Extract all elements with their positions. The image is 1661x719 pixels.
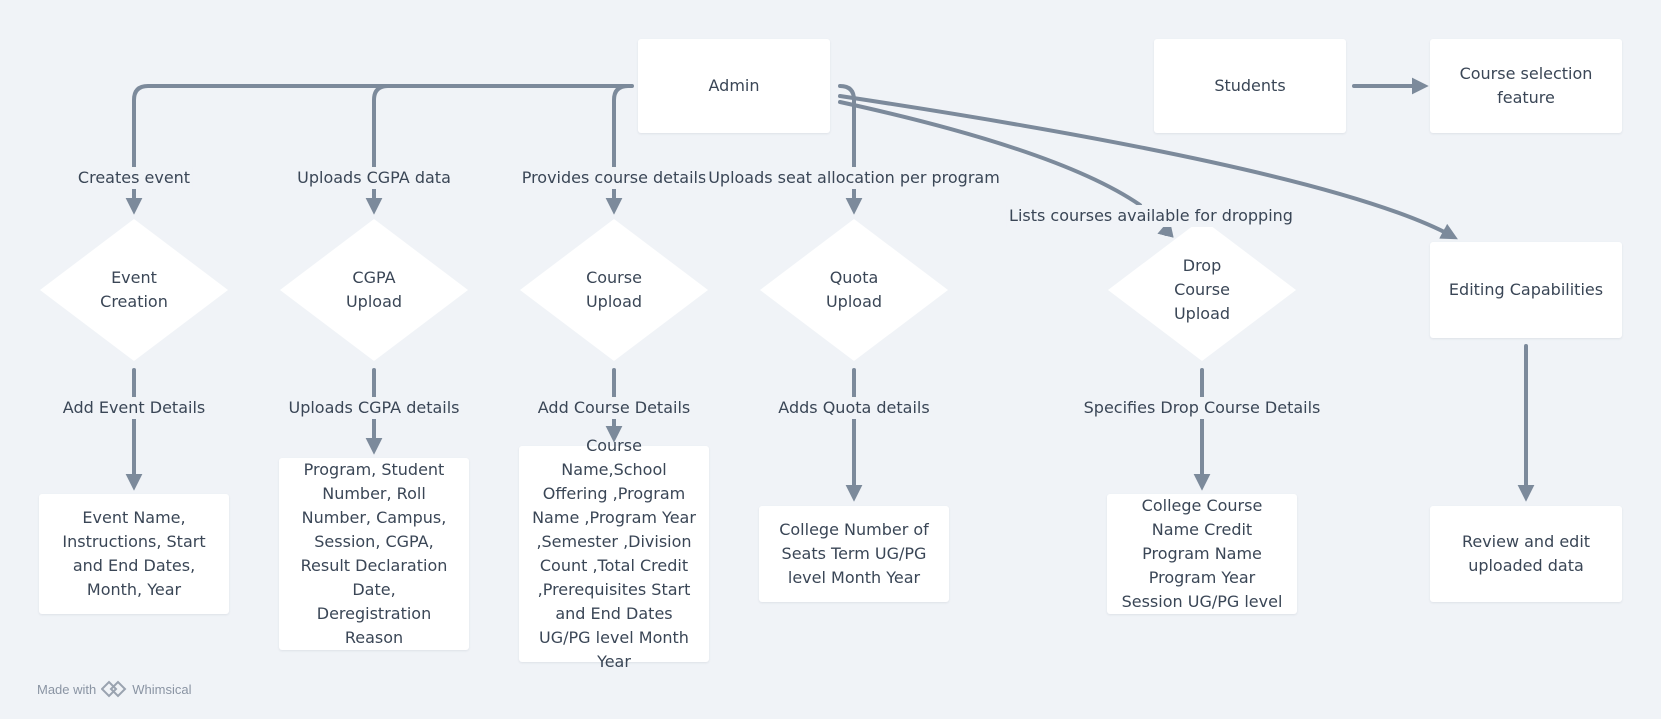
review-edit-label: Review and edit uploaded data	[1461, 532, 1591, 575]
diamond-shape	[1108, 219, 1296, 361]
drop-course-upload-diamond[interactable]: Drop Course Upload	[1107, 218, 1297, 362]
event-fields-node[interactable]: Event Name, Instructions, Start and End …	[39, 494, 229, 614]
whimsical-logo-icon	[101, 680, 127, 698]
event-fields-label: Event Name, Instructions, Start and End …	[62, 508, 206, 599]
students-node[interactable]: Students	[1154, 39, 1346, 133]
edge-label-creates-event: Creates event	[74, 167, 194, 189]
course-fields-node[interactable]: Course Name,School Offering ,Program Nam…	[519, 436, 709, 671]
diamond-shape	[760, 219, 948, 361]
quota-upload-diamond[interactable]: Quota Upload	[759, 218, 949, 362]
edge-label-add-course-details: Add Course Details	[534, 397, 694, 419]
diamond-shape	[280, 219, 468, 361]
watermark-made-with: Made with	[37, 681, 97, 697]
course-upload-diamond[interactable]: Course Upload	[519, 218, 709, 362]
course-selection-node[interactable]: Course selection feature	[1430, 39, 1622, 133]
cgpa-upload-label: CGPA Upload	[345, 268, 403, 311]
drop-course-upload-label: Drop Course Upload	[1173, 256, 1231, 323]
admin-node[interactable]: Admin	[638, 39, 830, 133]
edge-label-specifies-drop-details: Specifies Drop Course Details	[1080, 397, 1324, 419]
admin-node-label: Admin	[708, 76, 760, 95]
cgpa-fields-node[interactable]: Program, Student Number, Roll Number, Ca…	[279, 458, 469, 650]
cgpa-fields-label: Program, Student Number, Roll Number, Ca…	[300, 460, 448, 647]
quota-fields-label: College Number of Seats Term UG/PG level…	[779, 520, 929, 587]
edge-label-uploads-cgpa-details: Uploads CGPA details	[285, 397, 463, 419]
students-node-label: Students	[1214, 76, 1286, 95]
quota-upload-label: Quota Upload	[825, 268, 883, 311]
whimsical-watermark[interactable]: Made with Whimsical	[37, 680, 191, 698]
edge-admin-editing-line	[838, 94, 1458, 240]
edge-label-adds-quota-details: Adds Quota details	[775, 397, 933, 419]
editing-capabilities-node[interactable]: Editing Capabilities	[1430, 242, 1622, 338]
branch-course-line	[605, 84, 630, 215]
edge-admin-drop-line	[838, 100, 1142, 207]
edge-label-uploads-cgpa-data: Uploads CGPA data	[294, 167, 454, 189]
drop-fields-label: College Course Name Credit Program Name …	[1121, 496, 1283, 611]
cgpa-upload-diamond[interactable]: CGPA Upload	[279, 218, 469, 362]
diamond-shape	[40, 219, 228, 361]
review-edit-node[interactable]: Review and edit uploaded data	[1430, 506, 1622, 602]
branch-cgpa-line	[365, 84, 390, 215]
quota-fields-node[interactable]: College Number of Seats Term UG/PG level…	[759, 506, 949, 602]
drop-fields-node[interactable]: College Course Name Credit Program Name …	[1107, 494, 1297, 614]
course-selection-node-label: Course selection feature	[1459, 64, 1593, 107]
edge-label-add-event-details: Add Event Details	[59, 397, 209, 419]
watermark-brand: Whimsical	[132, 681, 192, 697]
course-upload-label: Course Upload	[585, 268, 643, 311]
event-creation-diamond[interactable]: Event Creation	[39, 218, 229, 362]
diamond-shape	[520, 219, 708, 361]
editing-capabilities-node-label: Editing Capabilities	[1448, 280, 1604, 299]
edge-drop-arrowhead	[1157, 219, 1174, 238]
event-creation-label: Event Creation	[100, 268, 168, 311]
edge-label-lists-courses-dropping: Lists courses available for dropping	[1006, 205, 1296, 227]
edge-label-uploads-seat-allocation: Uploads seat allocation per program	[705, 167, 1003, 189]
admin-trunk-line	[125, 84, 634, 215]
edge-label-provides-course-details: Provides course details	[518, 167, 710, 189]
course-fields-label: Course Name,School Offering ,Program Nam…	[532, 436, 696, 671]
